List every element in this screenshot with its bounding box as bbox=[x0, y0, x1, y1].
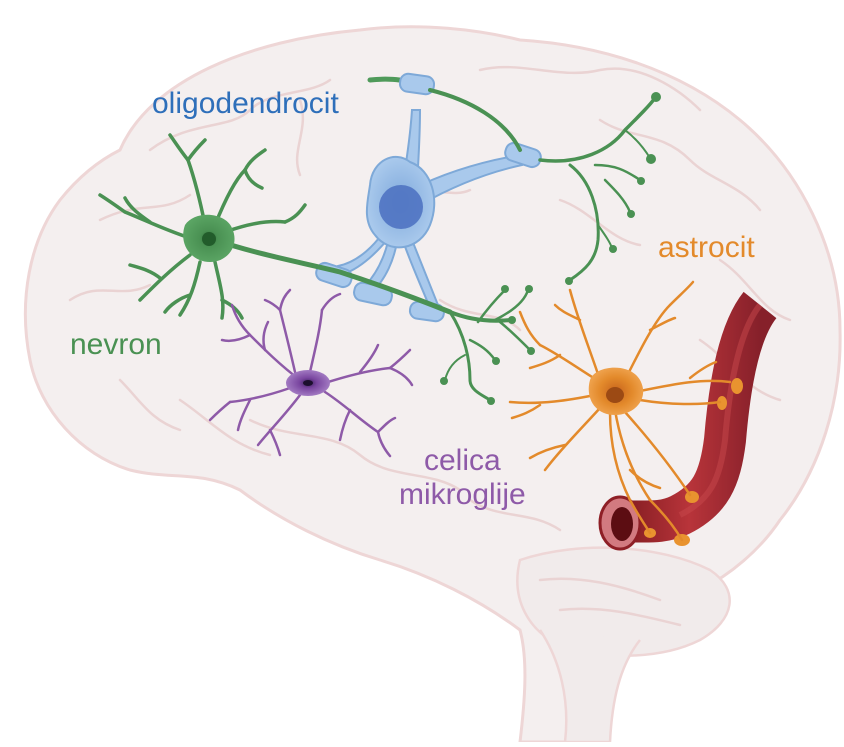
microglia-label-line1: celica bbox=[399, 444, 526, 478]
oligodendrocyte-label: oligodendrocit bbox=[152, 87, 339, 121]
neuron-label: nevron bbox=[70, 328, 162, 362]
microglia-label: celica mikroglije bbox=[399, 444, 526, 512]
microglia-soma bbox=[286, 370, 330, 396]
astrocyte-label: astrocit bbox=[658, 231, 755, 265]
microglia-label-line2: mikroglije bbox=[399, 478, 526, 512]
astrocyte-soma bbox=[589, 368, 643, 415]
